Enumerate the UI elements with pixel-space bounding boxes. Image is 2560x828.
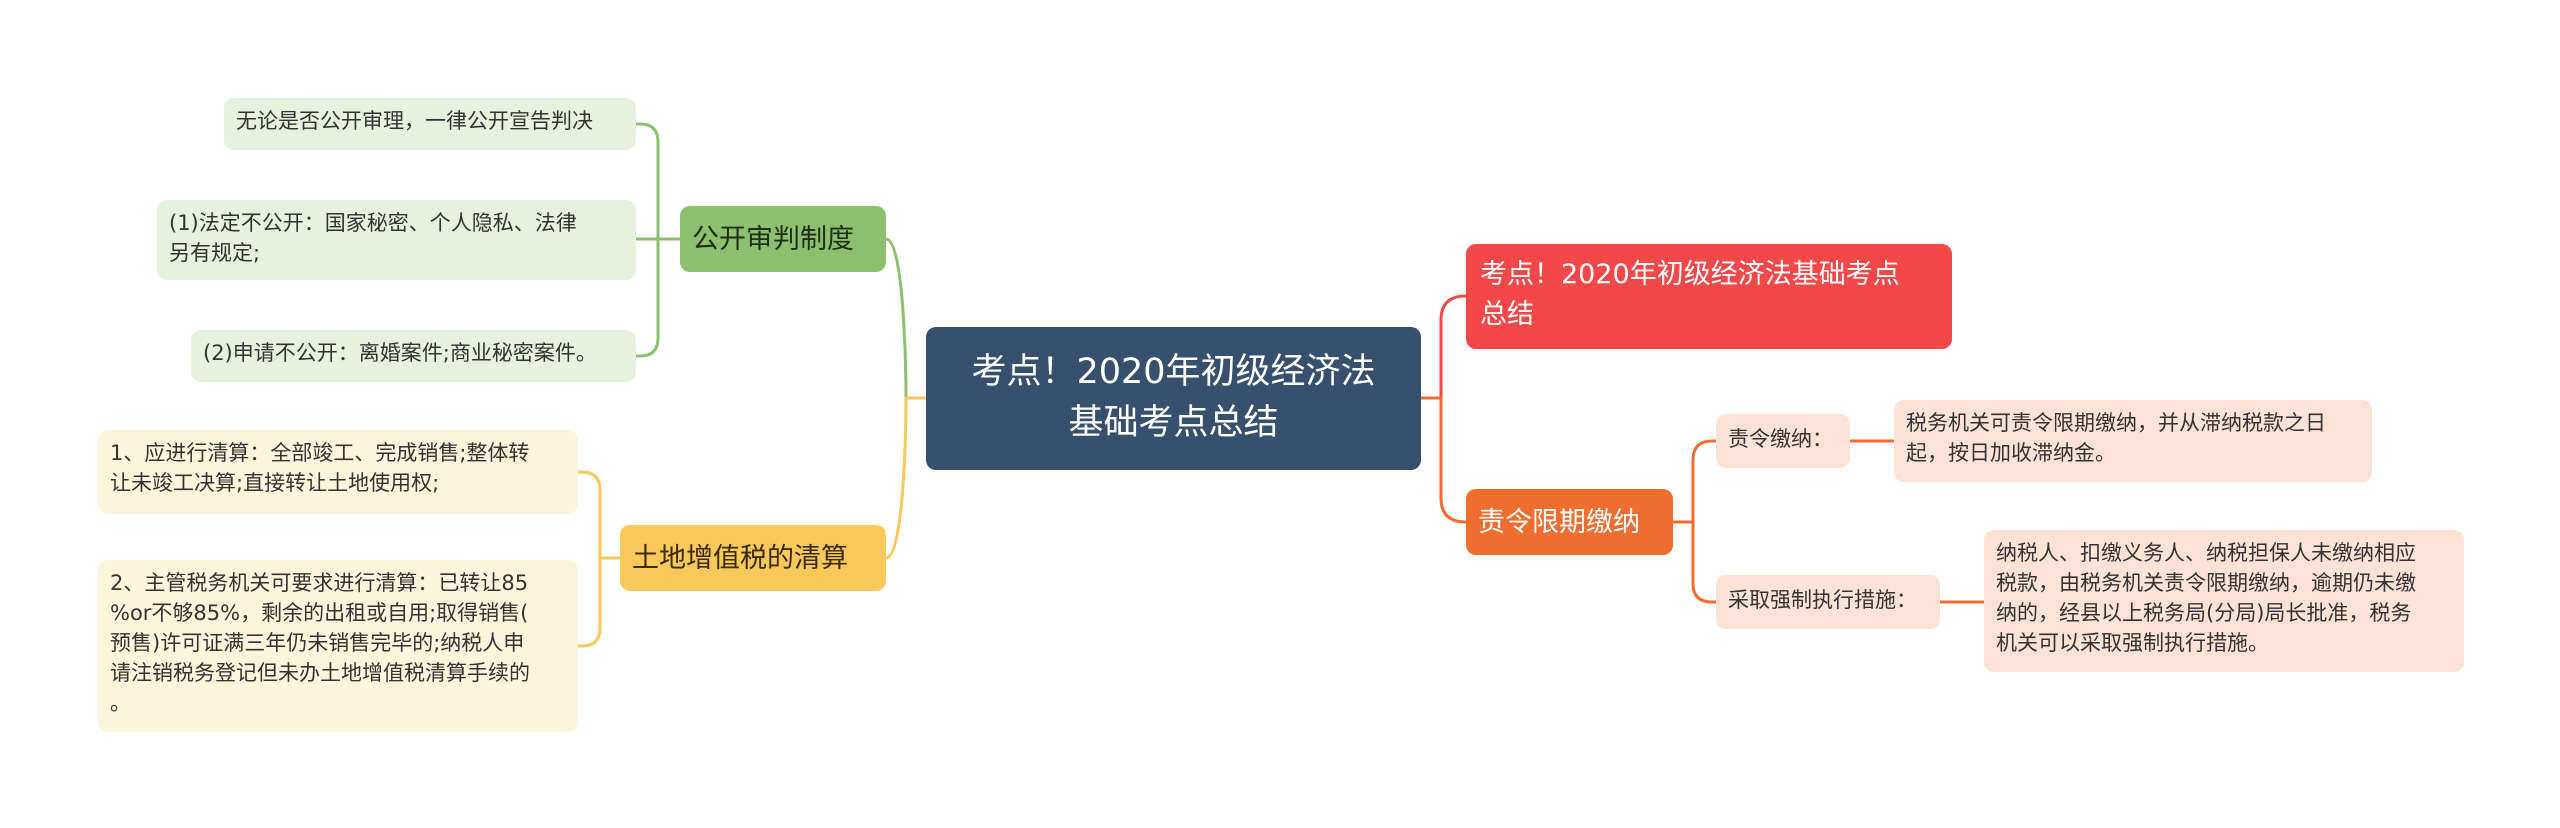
branch-land-tax-node[interactable]: 土地增值税的清算 [620,525,886,591]
link-root-public-trial [885,237,926,400]
link-public-trial-leaf-3 [636,237,680,358]
public-trial-leaf-2[interactable]: (1)法定不公开：国家秘密、个人隐私、法律 另有规定; [157,200,636,280]
deadline-item-enforcement[interactable]: 采取强制执行措施： [1716,575,1940,629]
link-land-tax-leaf-1 [578,470,620,560]
branch-title-node[interactable]: 考点！2020年初级经济法基础考点 总结 [1466,244,1952,349]
link-deadline-item-1 [1673,439,1716,524]
deadline-item-order-payment[interactable]: 责令缴纳： [1716,414,1850,468]
link-root-title-node [1421,294,1467,400]
land-tax-leaf-1[interactable]: 1、应进行清算：全部竣工、完成销售;整体转 让未竣工决算;直接转让土地使用权; [98,430,578,514]
branch-public-trial-node[interactable]: 公开审判制度 [680,206,886,272]
root-topic-node[interactable]: 考点！2020年初级经济法 基础考点总结 [926,327,1421,470]
link-root-deadline [1421,396,1467,524]
link-public-trial-leaf-1 [636,122,680,241]
branch-deadline-node[interactable]: 责令限期缴纳 [1466,489,1673,555]
link-land-tax-leaf-2 [578,556,620,648]
public-trial-leaf-1[interactable]: 无论是否公开审理，一律公开宣告判决 [224,98,636,150]
public-trial-leaf-3[interactable]: (2)申请不公开：离婚案件;商业秘密案件。 [191,330,636,382]
deadline-detail-enforcement[interactable]: 纳税人、扣缴义务人、纳税担保人未缴纳相应 税款，由税务机关责令限期缴纳，逾期仍未… [1984,530,2464,672]
deadline-detail-order-payment[interactable]: 税务机关可责令限期缴纳，并从滞纳税款之日 起，按日加收滞纳金。 [1894,400,2372,482]
land-tax-leaf-2[interactable]: 2、主管税务机关可要求进行清算：已转让85 %or不够85%，剩余的出租或自用;… [98,560,578,732]
link-deadline-item-2 [1673,520,1716,604]
link-root-land-tax [885,396,926,560]
